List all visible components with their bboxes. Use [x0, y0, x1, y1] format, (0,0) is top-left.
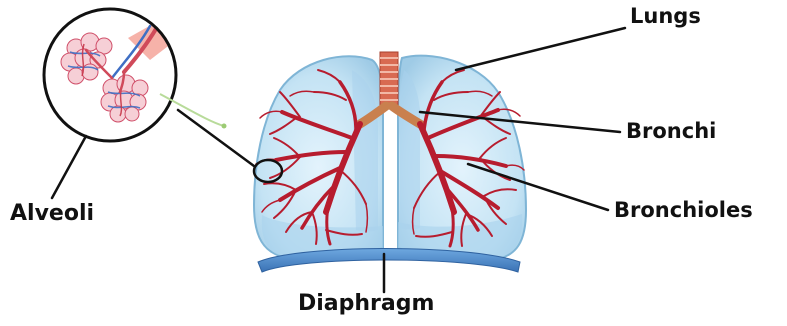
alveoli-magnifier [44, 9, 176, 141]
leader-alveoli-lung [178, 110, 254, 166]
leader-alveoli [52, 136, 86, 198]
label-bronchioles: Bronchioles [614, 200, 753, 221]
label-bronchi: Bronchi [626, 121, 716, 142]
label-lungs: Lungs [630, 6, 701, 27]
right-lung-shadow [399, 70, 420, 230]
label-diaphragm: Diaphragm [298, 293, 434, 315]
trachea [380, 52, 398, 108]
zoom-connector-dot [222, 124, 227, 129]
leader-lungs [456, 28, 625, 70]
label-alveoli: Alveoli [10, 203, 94, 225]
